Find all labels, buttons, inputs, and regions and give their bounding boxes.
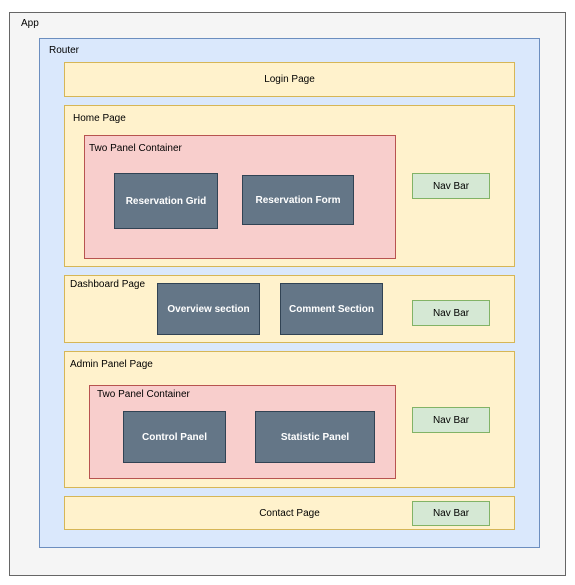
comment-section: Comment Section — [280, 283, 383, 335]
admin-two-panel-label: Two Panel Container — [97, 389, 190, 400]
statistic-panel: Statistic Panel — [255, 411, 375, 463]
reservation-grid: Reservation Grid — [114, 173, 218, 229]
app-label: App — [21, 18, 39, 29]
dashboard-page-label: Dashboard Page — [70, 279, 146, 290]
home-nav-bar: Nav Bar — [412, 173, 490, 199]
dashboard-nav-bar: Nav Bar — [412, 300, 490, 326]
admin-nav-bar: Nav Bar — [412, 407, 490, 433]
overview-section: Overview section — [157, 283, 260, 335]
contact-page-label: Contact Page — [259, 507, 320, 519]
login-page: Login Page — [64, 62, 515, 97]
admin-panel-page-label: Admin Panel Page — [70, 359, 153, 370]
router-label: Router — [49, 45, 80, 56]
login-page-label: Login Page — [264, 74, 315, 85]
contact-nav-bar: Nav Bar — [412, 501, 490, 526]
home-two-panel-label: Two Panel Container — [89, 143, 182, 154]
reservation-form: Reservation Form — [242, 175, 354, 225]
control-panel: Control Panel — [123, 411, 226, 463]
home-page-label: Home Page — [73, 113, 126, 124]
